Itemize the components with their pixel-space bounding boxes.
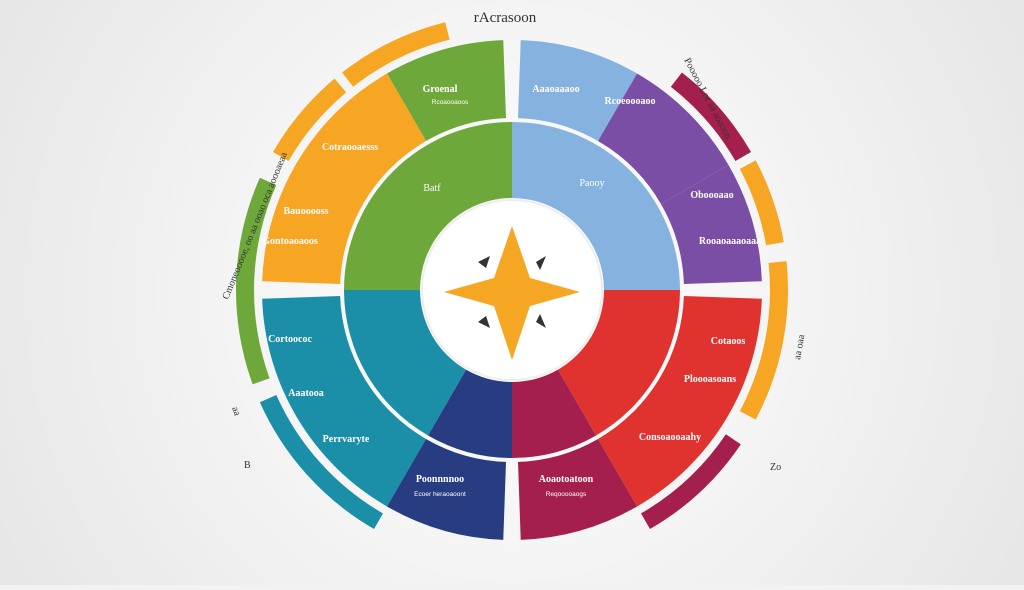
label-green-top: Groenal — [423, 84, 458, 95]
label-teal-mid: Aaatooa — [288, 388, 324, 399]
segment-orange — [262, 73, 426, 284]
outer-ring — [236, 22, 789, 530]
outer-arc-orange-right-2 — [739, 261, 789, 420]
label-orange-upper: Cotraooaesss — [322, 142, 378, 153]
outer-arc-teal — [259, 394, 383, 530]
label-red-mid: Ploooasoans — [684, 374, 736, 385]
sublabel-navy-bottom: Ecoer heraoaoont — [414, 491, 466, 498]
label-teal-upper: Cortoococ — [268, 334, 312, 345]
segment-red — [598, 296, 762, 507]
arrow-icon-sw — [478, 316, 490, 328]
middle-ring — [262, 40, 762, 540]
inner-arc-navy — [428, 369, 512, 458]
label-maroon-bottom: Aoaotoatoon — [539, 474, 594, 485]
arrow-icon-se — [536, 314, 546, 328]
outer-arc-orange-2 — [342, 22, 450, 87]
label-purple-right: Oboooaao — [690, 190, 733, 201]
label-navy-bottom: Poonnnnoo — [416, 474, 464, 485]
label-orange-mid: Bauooooss — [283, 206, 328, 217]
inner-arc-green — [344, 122, 512, 290]
outer-arc-orange — [272, 78, 347, 161]
arrow-icon-nw — [478, 256, 490, 268]
inner-label-blue: Paooy — [580, 178, 605, 189]
label-orange-low: Gontoaoaoos — [262, 236, 318, 247]
label-purple-top: Rcoeoooaoo — [604, 96, 655, 107]
segment-navy-bottom — [387, 438, 506, 540]
sublabel-maroon-bottom: Reqooooaogs — [546, 491, 587, 498]
inner-arc-teal — [344, 290, 466, 436]
inner-arc-maroon — [512, 369, 596, 458]
segment-purple-right — [660, 165, 762, 284]
outer-mark-left: B — [244, 460, 251, 471]
inner-label-green: Batf — [423, 183, 441, 194]
diagram-title: rAcrasoon — [474, 10, 537, 26]
inner-ring — [344, 122, 680, 458]
label-teal-low: Perrvaryte — [323, 434, 370, 445]
outer-mark-right: Zo — [770, 462, 781, 473]
outer-text-right-low: aa oaa — [792, 333, 807, 360]
segment-maroon-bottom — [518, 438, 637, 540]
outer-arc-green — [236, 177, 277, 385]
inner-arc-red — [558, 290, 680, 436]
segment-teal — [262, 296, 426, 507]
segment-blue-top — [518, 40, 637, 142]
label-blue-top: Aaaoaaaoo — [532, 84, 579, 95]
sublabel-green-top: Rcoaooaoos — [432, 99, 469, 106]
outer-arc-maroon — [670, 72, 752, 161]
segment-purple-top — [598, 73, 729, 204]
label-red-low: Consoaooaahy — [639, 432, 701, 443]
segment-green-top — [387, 40, 506, 142]
star-icon — [444, 226, 580, 360]
outer-arc-maroon-low — [641, 434, 741, 530]
label-purple-low: Rooaoaaaoaaa — [699, 236, 761, 247]
outer-text-left-low: aa — [229, 405, 243, 418]
inner-arc-blue — [512, 122, 680, 290]
label-red-upper: Cotaoos — [711, 336, 746, 347]
arrow-icon-ne — [536, 256, 546, 270]
outer-arc-orange-right — [739, 160, 784, 246]
